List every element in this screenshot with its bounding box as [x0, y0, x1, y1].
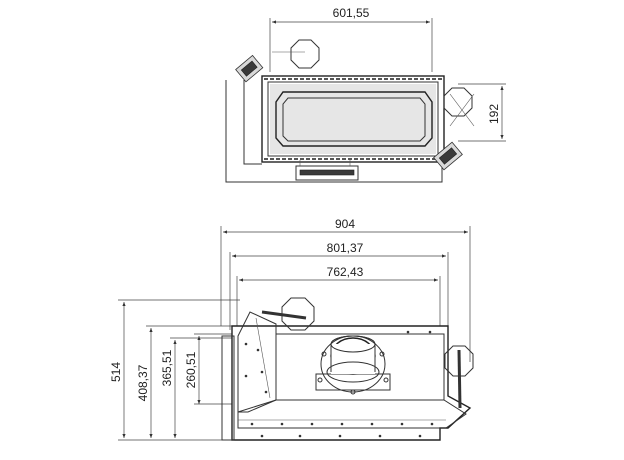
- top-view-inner-frame: [267, 81, 439, 157]
- front-view-left-pin: [261, 310, 307, 320]
- dim-label-height-1: 514: [109, 362, 123, 382]
- front-view-left-panel: [221, 335, 235, 441]
- top-view-left-octagon: [290, 39, 320, 69]
- front-view-right-octagon: [444, 345, 474, 377]
- top-view-band: [270, 84, 436, 154]
- front-view-bolts: [244, 330, 434, 438]
- top-view-grille: [299, 169, 355, 176]
- top-view-left-hinge: [235, 54, 264, 83]
- front-view-body-outline: [231, 325, 472, 441]
- top-view: 601,55 192: [225, 6, 506, 183]
- top-view-wall-inner: [243, 80, 262, 165]
- top-view-grille-frame: [295, 165, 359, 181]
- dim-label-top-width: 601,55: [333, 6, 370, 20]
- dim-label-height-4: 260,51: [184, 351, 198, 388]
- dim-label-overall-width: 904: [335, 217, 355, 231]
- top-view-glass-inner: [282, 97, 426, 142]
- dim-label-width-3: 762,43: [327, 265, 364, 279]
- front-view-right-pin: [457, 349, 462, 409]
- front-view: 904 801,37 762,43 514 408,37 365,51 260,…: [109, 217, 474, 441]
- top-view-wall-outline: [225, 80, 443, 183]
- front-view-flue-collar: [315, 335, 391, 395]
- front-view-plinth: [237, 399, 467, 429]
- dim-label-height-2: 408,37: [136, 364, 150, 401]
- front-view-left-cheek: [237, 311, 277, 413]
- top-view-glass-outer: [275, 91, 433, 147]
- dim-label-top-depth: 192: [487, 104, 501, 124]
- top-view-right-octagon: [443, 87, 473, 117]
- dim-label-height-3: 365,51: [160, 349, 174, 386]
- dim-label-width-2: 801,37: [327, 241, 364, 255]
- top-view-right-hinge: [433, 141, 463, 171]
- front-view-left-octagon: [281, 297, 315, 331]
- top-view-outer-frame: [261, 75, 445, 163]
